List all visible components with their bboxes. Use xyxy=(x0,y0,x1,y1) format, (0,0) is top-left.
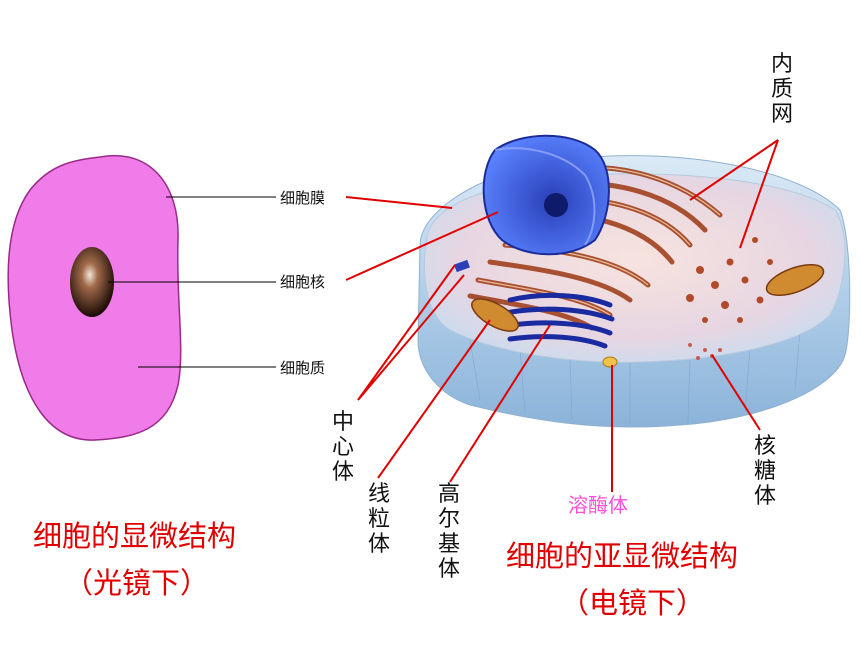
em-mitochondria xyxy=(471,264,825,332)
light-cell-nucleus xyxy=(70,247,114,317)
label-golgi: 高尔基体 xyxy=(437,482,460,582)
caption-electron: 细胞的亚显微结构 xyxy=(506,539,739,573)
caption-electron-sub: （电镜下） xyxy=(560,586,706,620)
em-nucleolus xyxy=(544,193,568,217)
label-centriole: 中心体 xyxy=(331,410,354,485)
leader-er-1 xyxy=(689,139,779,201)
leader-mito xyxy=(377,319,491,479)
leader-em-nucleus xyxy=(345,211,499,281)
leader-ribo xyxy=(711,354,761,431)
label-cytoplasm: 细胞质 xyxy=(280,359,326,377)
em-nucleus xyxy=(482,134,610,256)
leader-er-2 xyxy=(739,139,779,249)
caption-light-sub: （光镜下） xyxy=(64,566,210,600)
label-membrane: 细胞膜 xyxy=(280,189,326,207)
label-mito: 线粒体 xyxy=(367,482,390,557)
leader-em-membrane xyxy=(345,196,453,209)
label-er: 内质网 xyxy=(770,52,793,127)
caption-light: 细胞的显微结构 xyxy=(33,519,237,553)
light-cell xyxy=(7,154,276,441)
leader-golgi xyxy=(449,324,551,483)
em-cell xyxy=(345,134,851,492)
em-centriole xyxy=(454,259,470,273)
label-ribo: 核糖体 xyxy=(753,434,776,509)
leader-centriole-1 xyxy=(357,264,456,401)
label-nucleus: 细胞核 xyxy=(280,273,326,291)
label-lysosome: 溶酶体 xyxy=(568,493,628,517)
em-lysosome xyxy=(602,356,618,368)
leader-centriole-2 xyxy=(357,274,465,401)
